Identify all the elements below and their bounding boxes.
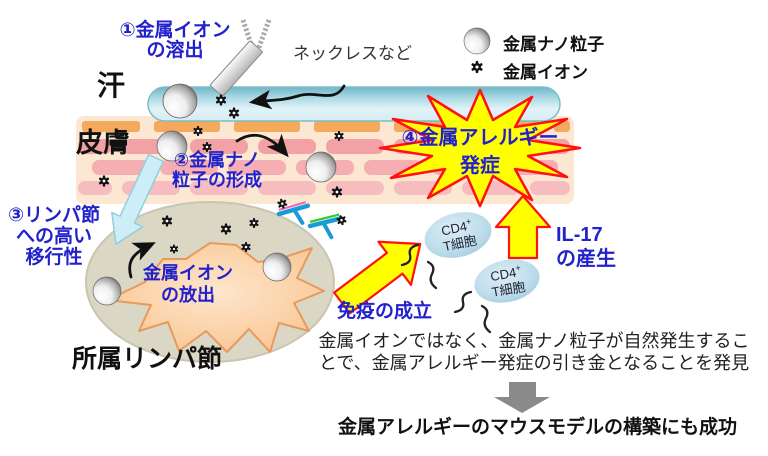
sweat-label: 汗 xyxy=(97,70,126,101)
legend-nanoparticle-label: 金属ナノ粒子 xyxy=(503,35,605,54)
formation-arrow xyxy=(235,133,289,158)
cd4-tcell-shape-2 xyxy=(474,259,540,303)
result-arrow xyxy=(494,382,550,413)
conclusion-text: 金属アレルギーのマウスモデルの構築にも成功 xyxy=(338,417,738,438)
il17-arrow xyxy=(494,194,552,260)
necklace-icon xyxy=(209,19,272,97)
dissolution-arrow xyxy=(248,84,346,110)
migration-arrow xyxy=(111,153,165,245)
nanoparticle-icon xyxy=(162,83,198,119)
immunity-arrow xyxy=(333,240,422,315)
cytokine-squiggles xyxy=(400,243,492,334)
step1-label: ①金属イオンの溶出 xyxy=(119,20,231,61)
nanoparticle-icon xyxy=(262,252,292,282)
tcr-icon-2 xyxy=(307,213,348,240)
step2-label: ②金属ナノ粒子の形成 xyxy=(172,150,262,190)
immunity-label: 免疫の成立 xyxy=(337,301,433,322)
release-arrow xyxy=(128,242,156,279)
legend-nanoparticle-icon xyxy=(463,27,491,55)
legend-ion-icon xyxy=(471,60,483,74)
step3-label: ③リンパ節への高い移行性 xyxy=(7,205,101,268)
step4-starburst-label: ④金属アレルギー発症 xyxy=(401,127,559,177)
nanoparticle-icon xyxy=(305,151,337,183)
legend-ion-label: 金属イオン xyxy=(503,63,588,82)
nanoparticle-icon xyxy=(92,276,122,306)
tcr-icon-1 xyxy=(276,197,311,225)
finding-text: 金属イオンではなく、金属ナノ粒子が自然発生することで、金属アレルギー発症の引き金… xyxy=(318,331,750,373)
cd4-tcell-shape-1 xyxy=(424,212,492,258)
necklace-label: ネックレスなど xyxy=(293,44,412,63)
ion-release-label: 金属イオンの放出 xyxy=(143,263,233,305)
skin-label: 皮膚 xyxy=(76,128,130,158)
starburst-shape xyxy=(378,88,582,208)
lymph-node-label: 所属リンパ節 xyxy=(72,345,223,373)
